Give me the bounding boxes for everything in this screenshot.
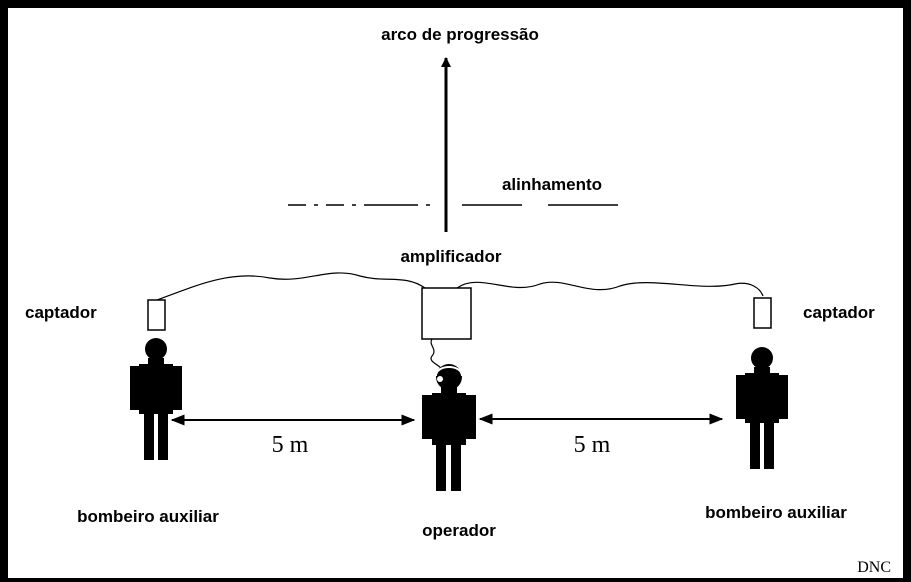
operator-figure-icon [422, 364, 476, 491]
headset-icon [435, 366, 463, 377]
distance-left-label: 5 m [272, 432, 309, 458]
headset-earpiece-left [437, 376, 443, 382]
pickup-left-box [147, 299, 166, 331]
amplifier-box [421, 287, 472, 340]
helper-right-label: bombeiro auxiliar [705, 503, 847, 522]
amplifier-label: amplificador [400, 247, 501, 266]
helper-left-figure-icon [130, 338, 182, 460]
operator-label: operador [422, 521, 496, 540]
pickup-right-box [753, 297, 772, 329]
headset-cable [430, 338, 442, 369]
helper-left-label: bombeiro auxiliar [77, 507, 219, 526]
cable-line [156, 272, 764, 301]
helper-right-figure-icon [736, 347, 788, 469]
distance-right-label: 5 m [574, 432, 611, 458]
pickup-right-label: captador [803, 303, 875, 322]
progression-arc-label: arco de progressão [381, 25, 539, 44]
credit-label: DNC [857, 559, 891, 576]
alignment-label: alinhamento [502, 175, 602, 194]
pickup-left-label: captador [25, 303, 97, 322]
